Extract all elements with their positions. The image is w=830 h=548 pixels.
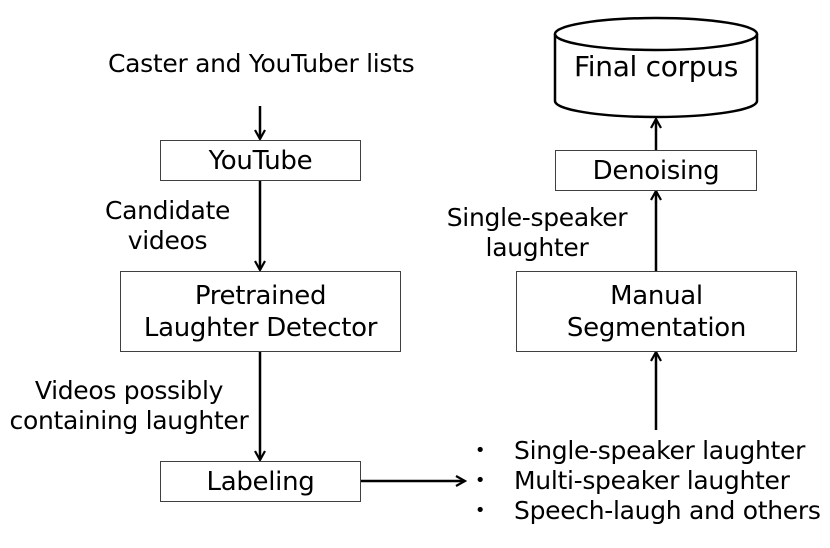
single-speaker-line-1: Single-speaker — [446, 203, 628, 232]
denoising-node-label: Denoising — [592, 155, 720, 186]
denoising-node: Denoising — [555, 150, 757, 191]
videos-possibly-line-2: containing laughter — [9, 406, 249, 435]
candidate-videos-line-1: Candidate — [104, 196, 231, 225]
category-label: Multi-speaker laughter — [514, 466, 790, 495]
youtube-node: YouTube — [160, 140, 361, 181]
bullet-icon: • — [474, 440, 486, 461]
candidate-videos-line-2: videos — [127, 226, 208, 255]
labeling-node-label: Labeling — [206, 466, 315, 497]
manual-segmentation-line-1: Manual — [610, 280, 703, 311]
category-label: Single-speaker laughter — [514, 436, 806, 465]
pretrained-detector-line-1: Pretrained — [194, 280, 327, 311]
final-corpus-database-icon — [553, 16, 759, 119]
candidate-videos-label: Candidate videos — [100, 196, 235, 256]
videos-possibly-laughter-label: Videos possibly containing laughter — [6, 376, 252, 436]
pretrained-detector-line-2: Laughter Detector — [143, 312, 378, 343]
videos-possibly-line-1: Videos possibly — [34, 376, 224, 405]
youtube-node-label: YouTube — [208, 145, 313, 176]
labeling-node: Labeling — [160, 461, 361, 502]
single-speaker-line-2: laughter — [485, 233, 589, 262]
manual-segmentation-line-2: Segmentation — [566, 312, 747, 343]
source-label: Caster and YouTuber lists — [108, 49, 415, 78]
single-speaker-laughter-label: Single-speaker laughter — [446, 203, 628, 263]
bullet-icon: • — [474, 500, 486, 521]
final-corpus-label: Final corpus — [574, 50, 738, 83]
bullet-icon: • — [474, 470, 486, 491]
category-label: Speech-laugh and others — [514, 496, 821, 525]
manual-segmentation-node: Manual Segmentation — [516, 271, 797, 352]
pretrained-detector-node: Pretrained Laughter Detector — [120, 271, 401, 352]
